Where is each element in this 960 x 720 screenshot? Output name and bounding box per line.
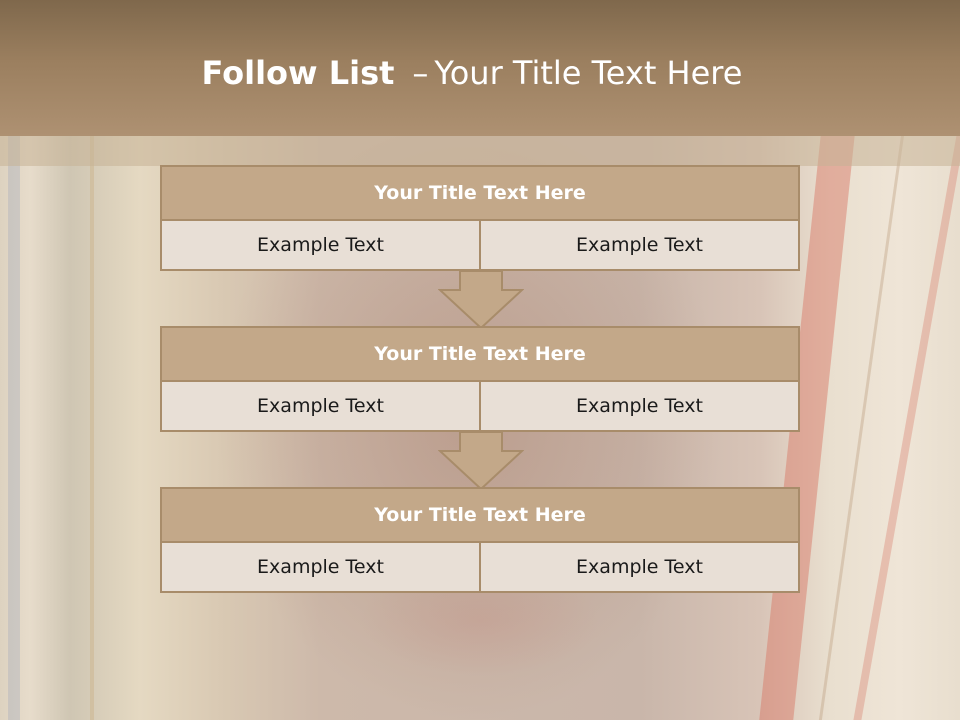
- list-block-2: Your Title Text Here Example Text Exampl…: [160, 326, 800, 432]
- block-row: Example Text Example Text: [160, 543, 800, 593]
- block-cell-left: Example Text: [257, 556, 384, 578]
- down-arrow-icon: [438, 431, 524, 491]
- slide-title: Follow List–Your Title Text Here: [0, 54, 944, 92]
- book-spine-stripe: [90, 135, 94, 720]
- block-title: Your Title Text Here: [160, 487, 800, 543]
- book-spine-stripe: [853, 135, 960, 720]
- title-bar-band: [0, 136, 960, 166]
- slide-title-dash: –: [412, 54, 429, 92]
- block-title: Your Title Text Here: [160, 326, 800, 382]
- list-block-3: Your Title Text Here Example Text Exampl…: [160, 487, 800, 593]
- block-cell-right: Example Text: [479, 382, 798, 430]
- title-bar: Follow List–Your Title Text Here: [0, 0, 960, 136]
- block-cell-left: Example Text: [257, 395, 384, 417]
- list-block-1: Your Title Text Here Example Text Exampl…: [160, 165, 800, 271]
- block-row: Example Text Example Text: [160, 221, 800, 271]
- block-cell-right: Example Text: [479, 221, 798, 269]
- block-cell-left: Example Text: [257, 234, 384, 256]
- slide-title-rest: Your Title Text Here: [434, 54, 743, 92]
- book-spine-stripe: [8, 135, 20, 720]
- block-cell-right: Example Text: [479, 543, 798, 591]
- block-row: Example Text Example Text: [160, 382, 800, 432]
- block-title: Your Title Text Here: [160, 165, 800, 221]
- down-arrow-icon: [438, 270, 524, 330]
- slide-title-bold: Follow List: [201, 54, 395, 92]
